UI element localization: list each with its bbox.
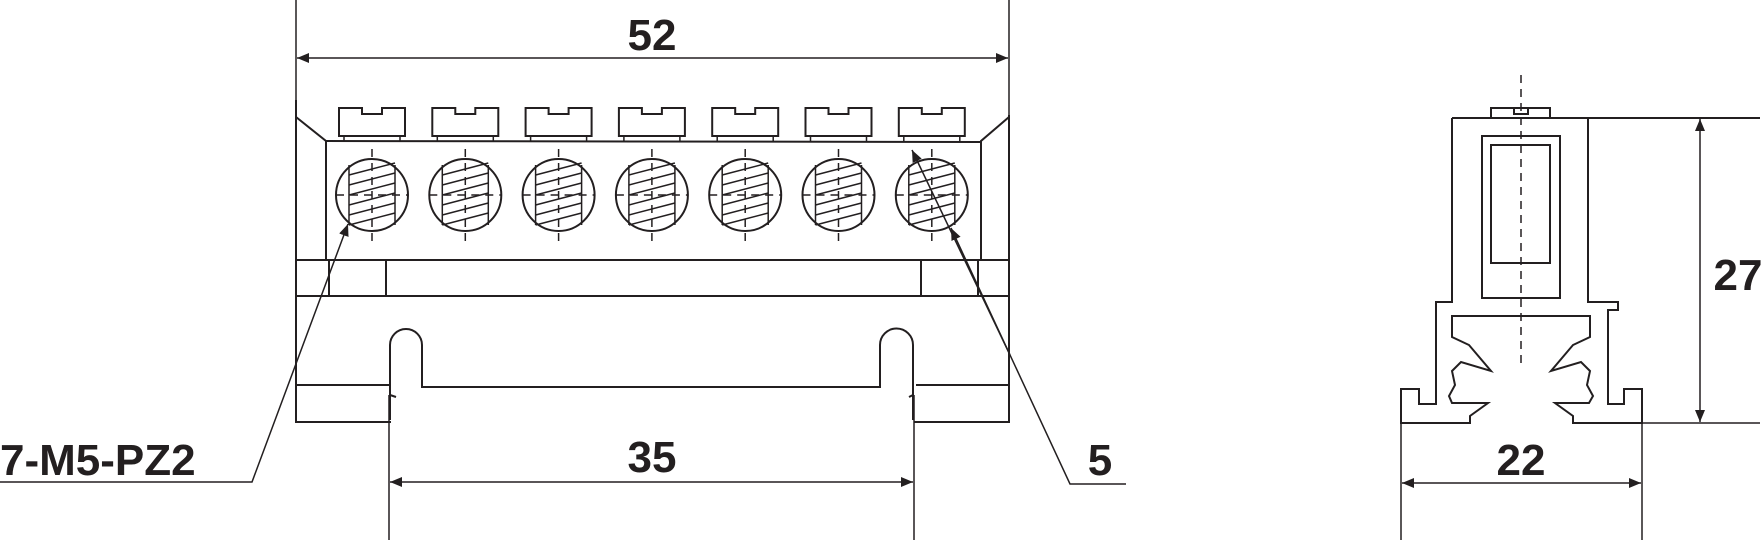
dim-height: 27	[1714, 251, 1763, 300]
front-view: 52 35	[0, 0, 1126, 540]
leader-thread-callout	[0, 223, 349, 483]
screw-head	[524, 107, 593, 141]
leader-screw-label-upper	[911, 149, 1011, 356]
dim-rail-width: 35	[628, 433, 677, 482]
terminal-hole	[335, 149, 409, 241]
screw-heads	[338, 107, 966, 141]
terminal-hole	[521, 149, 596, 241]
screw-head	[804, 107, 873, 141]
screw-head	[617, 107, 686, 141]
terminal-hole	[428, 149, 503, 241]
screw-head	[897, 107, 966, 141]
terminal-hole	[894, 149, 969, 241]
side-view: 27 22	[1400, 75, 1763, 540]
screw-head	[711, 107, 780, 141]
thread-callout: 7-M5-PZ2	[0, 436, 196, 485]
dim-overall-width: 52	[628, 11, 677, 60]
screw-head	[338, 107, 406, 141]
screw-label: 5	[1088, 436, 1112, 485]
terminal-holes	[335, 149, 969, 241]
terminal-hole	[614, 149, 689, 241]
dim-width: 22	[1497, 436, 1546, 485]
front-body-outline	[295, 100, 1010, 423]
terminal-hole	[801, 149, 876, 241]
terminal-hole	[708, 149, 783, 241]
side-body-outline	[1400, 107, 1760, 424]
screw-head	[431, 107, 500, 141]
